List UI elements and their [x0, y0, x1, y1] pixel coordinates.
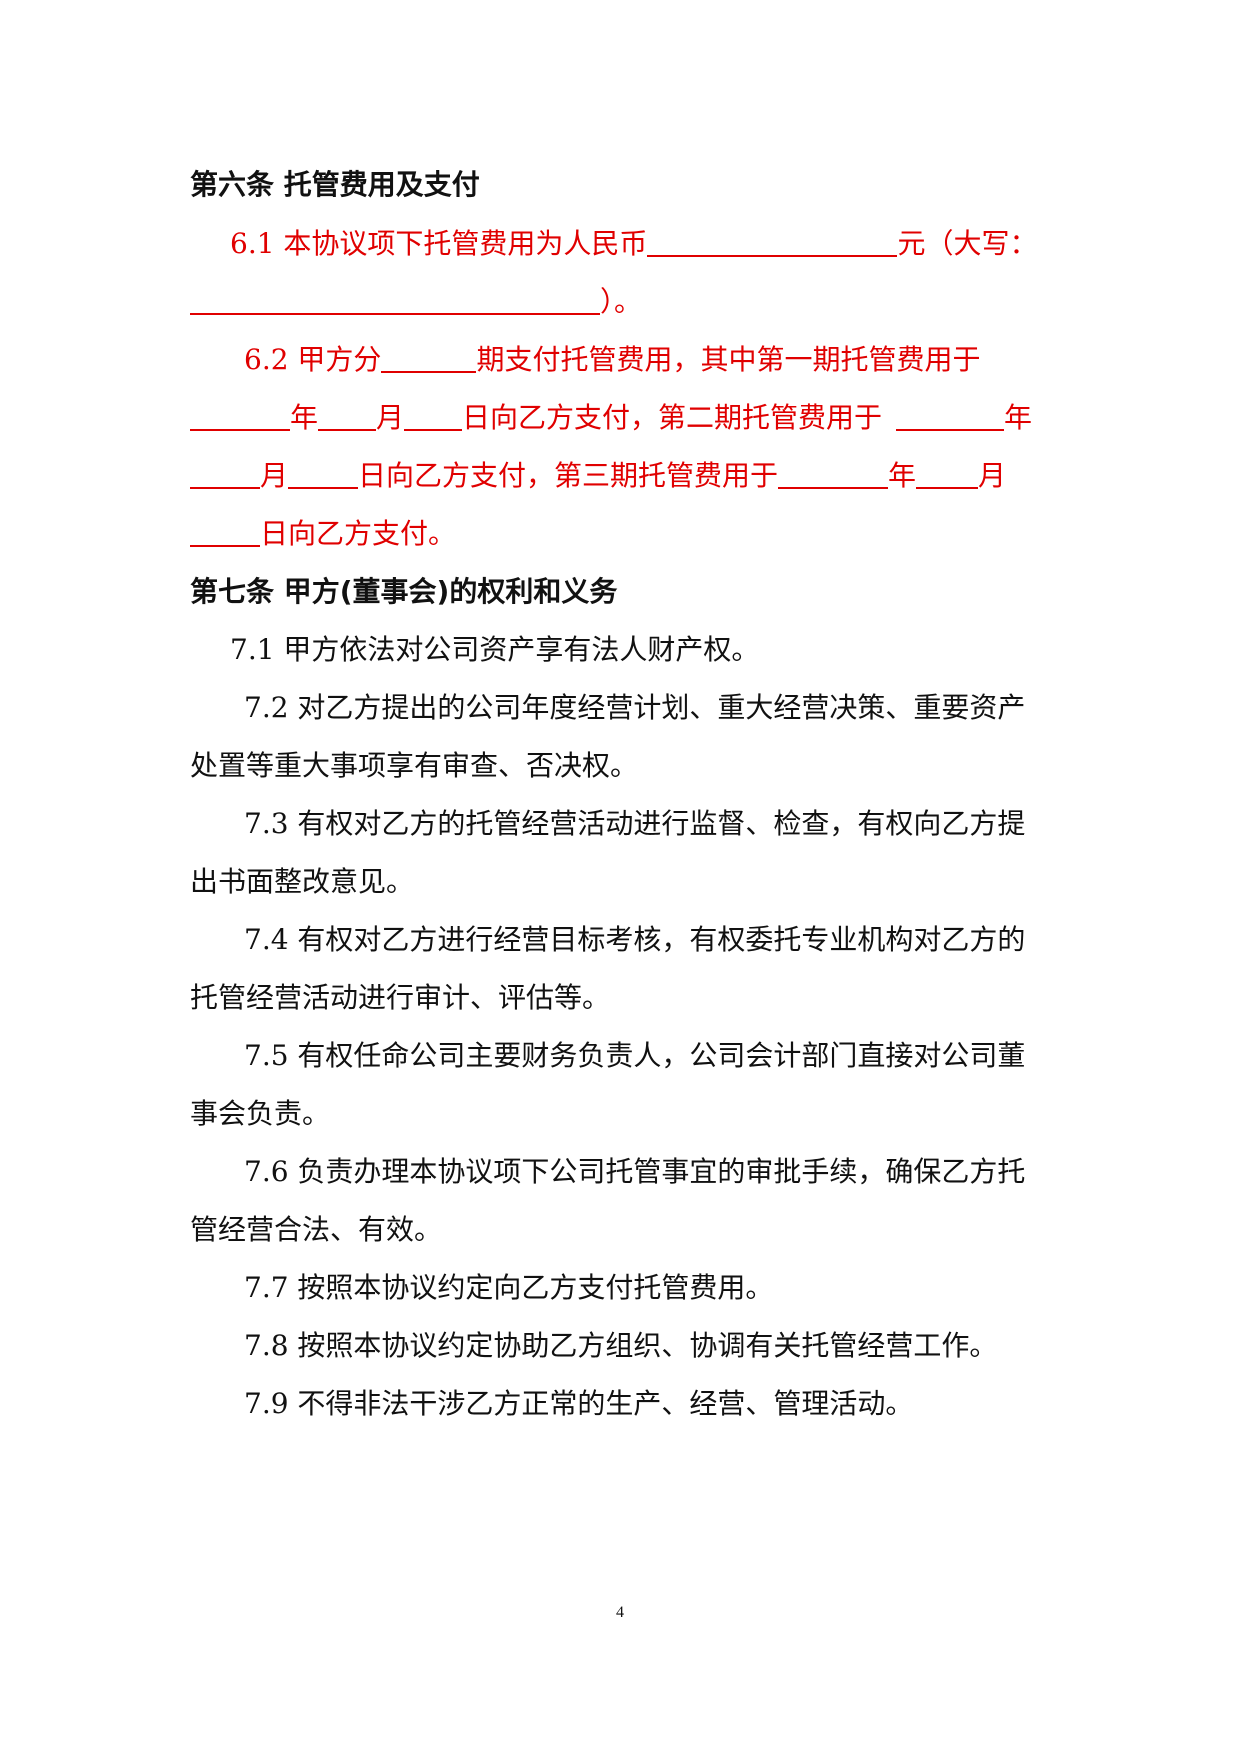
- clause-7-6-line-2: 管经营合法、有效。: [190, 1213, 443, 1246]
- clause-6-1-line-1: 6.1 本协议项下托管费用为人民币 元（大写：: [230, 224, 1037, 264]
- third-month-blank[interactable]: [916, 461, 979, 489]
- third-day-blank[interactable]: [190, 519, 260, 547]
- first-day-blank[interactable]: [404, 403, 463, 431]
- month-label: 月: [978, 459, 1007, 492]
- third-year-blank[interactable]: [778, 461, 889, 489]
- clause-6-2-line-2: 年 月 日向乙方支付，第二期托管费用于 年: [190, 398, 1032, 438]
- article-6-heading: 第六条 托管费用及支付: [190, 168, 480, 201]
- clause-6-1-line-2: ）。: [190, 282, 642, 322]
- year-label: 年: [1004, 401, 1033, 434]
- clause-7-3-line-2: 出书面整改意见。: [190, 865, 415, 898]
- clause-7-4-line-1: 7.4 有权对乙方进行经营目标考核，有权委托专业机构对乙方的: [244, 923, 1026, 956]
- second-payment-text: 日向乙方支付，第三期托管费用于: [358, 459, 779, 492]
- amount-blank[interactable]: [647, 229, 898, 257]
- third-payment-text: 日向乙方支付。: [260, 517, 457, 550]
- clause-6-2-line-1: 6.2 甲方分 期支付托管费用，其中第一期托管费用于: [244, 340, 980, 380]
- clause-6-2-text: 6.2 甲方分: [244, 343, 382, 376]
- month-label: 月: [376, 401, 405, 434]
- clause-7-5-line-2: 事会负责。: [190, 1097, 331, 1130]
- first-payment-text: 日向乙方支付，第二期托管费用于: [462, 401, 883, 434]
- clause-6-1-text: 6.1 本协议项下托管费用为人民币: [230, 227, 648, 260]
- clause-7-4-line-2: 托管经营活动进行审计、评估等。: [190, 981, 611, 1014]
- clause-7-2-line-2: 处置等重大事项享有审查、否决权。: [190, 749, 639, 782]
- first-month-blank[interactable]: [318, 403, 377, 431]
- clause-7-8: 7.8 按照本协议约定协助乙方组织、协调有关托管经营工作。: [244, 1329, 998, 1362]
- article-7-heading: 第七条 甲方(董事会)的权利和义务: [190, 575, 618, 608]
- page-number: 4: [616, 1604, 624, 1621]
- clause-6-2-line-4: 日向乙方支付。: [190, 514, 456, 554]
- second-month-blank[interactable]: [190, 461, 260, 489]
- clause-6-1-capital-label: 元（大写：: [897, 227, 1038, 260]
- amount-capital-blank[interactable]: [190, 287, 600, 315]
- clause-6-2-line-3: 月 日向乙方支付，第三期托管费用于 年 月: [190, 456, 1006, 496]
- clause-6-2-text-2: 期支付托管费用，其中第一期托管费用于: [476, 343, 981, 376]
- second-day-blank[interactable]: [288, 461, 359, 489]
- month-label: 月: [260, 459, 289, 492]
- year-label: 年: [290, 401, 319, 434]
- clause-7-3-line-1: 7.3 有权对乙方的托管经营活动进行监督、检查，有权向乙方提: [244, 807, 1026, 840]
- clause-6-1-close: ）。: [600, 285, 643, 318]
- first-year-blank[interactable]: [190, 403, 290, 431]
- clause-7-2-line-1: 7.2 对乙方提出的公司年度经营计划、重大经营决策、重要资产: [244, 691, 1026, 724]
- clause-7-9: 7.9 不得非法干涉乙方正常的生产、经营、管理活动。: [244, 1387, 914, 1420]
- second-year-blank[interactable]: [896, 403, 1005, 431]
- clause-7-1: 7.1 甲方依法对公司资产享有法人财产权。: [230, 633, 760, 666]
- installments-blank[interactable]: [381, 345, 477, 373]
- clause-7-5-line-1: 7.5 有权任命公司主要财务负责人，公司会计部门直接对公司董: [244, 1039, 1026, 1072]
- year-label: 年: [888, 459, 917, 492]
- clause-7-6-line-1: 7.6 负责办理本协议项下公司托管事宜的审批手续，确保乙方托: [244, 1155, 1026, 1188]
- clause-7-7: 7.7 按照本协议约定向乙方支付托管费用。: [244, 1271, 774, 1304]
